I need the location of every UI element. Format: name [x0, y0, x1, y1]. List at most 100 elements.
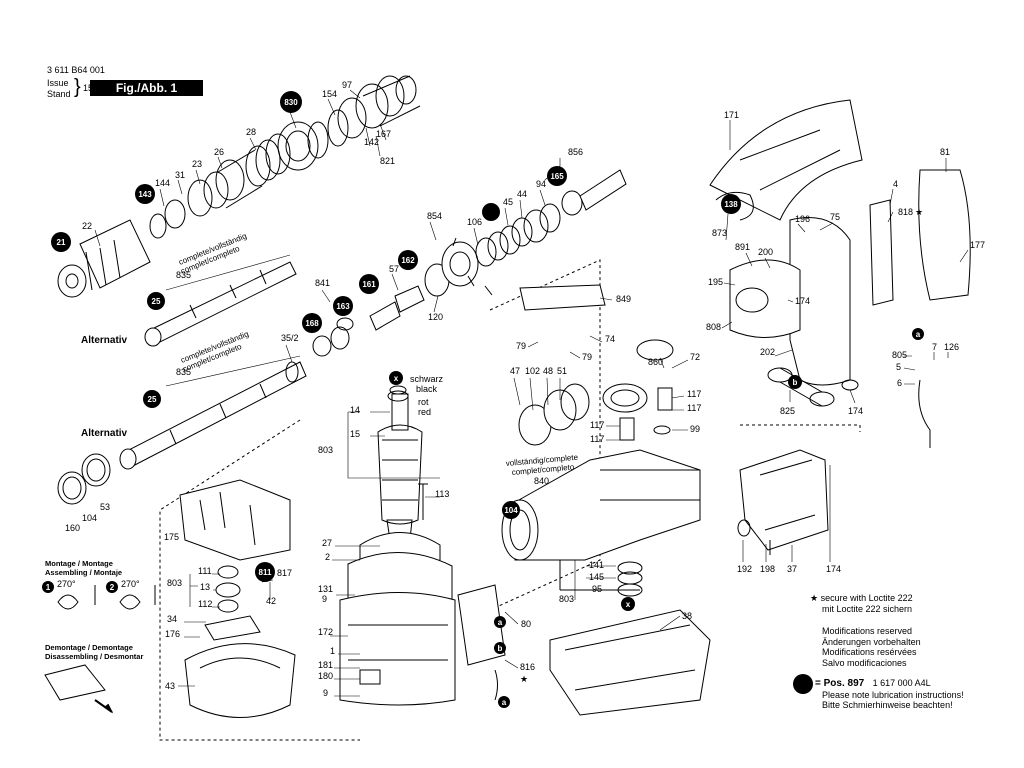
- part-number-label: 200: [758, 247, 773, 257]
- part-number-label: 818: [898, 207, 913, 217]
- part-number-label: 13: [200, 582, 210, 592]
- lube-part: 1 617 000 A4L: [872, 678, 931, 688]
- ref-168-label: 168: [305, 319, 319, 328]
- part-number-label: 44: [517, 189, 527, 199]
- part-number-label: 180: [318, 671, 333, 681]
- label-270-right: 270°: [121, 579, 140, 589]
- label-270-left: 270°: [57, 579, 76, 589]
- ref-162-label: 162: [401, 256, 415, 265]
- ref-25b-label: 25: [148, 395, 157, 404]
- part-number-label: 79: [582, 352, 592, 362]
- part-number-label: 841: [315, 278, 330, 288]
- part-number-label: 192: [737, 564, 752, 574]
- pos-number: 897: [847, 678, 865, 689]
- part-number-label: 74: [605, 334, 615, 344]
- ref-a-right-label: a: [916, 330, 921, 339]
- part-number-label: 15: [350, 429, 360, 439]
- part-number-label: 51: [557, 366, 567, 376]
- part-number-label: 97: [342, 80, 352, 90]
- ref-161-label: 161: [362, 280, 376, 289]
- motor-housing: [339, 592, 456, 706]
- leader-lines: [94, 89, 969, 697]
- part-number-label: 4: [893, 179, 898, 189]
- part-number-label: 43: [165, 681, 175, 691]
- label-rot: rot: [418, 397, 429, 407]
- ref-165-label: 165: [550, 172, 564, 181]
- lubrication-note: = Pos. 897 1 617 000 A4L Please note lub…: [815, 678, 964, 711]
- circled-ref-labels: 830 143 21 25 25 165 162 161 163 168 x 1…: [46, 98, 921, 707]
- part-number-label: 81: [940, 147, 950, 157]
- part-number-label: 860: [648, 357, 663, 367]
- part-number-label: 174: [795, 296, 810, 306]
- star-816: ★: [520, 674, 528, 684]
- ref-two-label: 2: [110, 583, 115, 592]
- part-number-label: 803: [559, 594, 574, 604]
- switch-80: [457, 584, 506, 666]
- issue-label: Issue: [47, 78, 69, 88]
- part-number-label: 873: [712, 228, 727, 238]
- ref-168: [302, 313, 322, 333]
- cylinder-840: [509, 449, 701, 561]
- modifications-note: Modifications reserved Änderungen vorbeh…: [822, 626, 921, 668]
- ref-b-right: [788, 375, 802, 389]
- part-number-label: 9: [323, 688, 328, 698]
- part-number-label: 835: [176, 270, 191, 280]
- part-number-label: 23: [192, 159, 202, 169]
- ref-104a: [502, 501, 520, 519]
- star-818: ★: [915, 207, 923, 217]
- part-number-label: 2: [325, 552, 330, 562]
- part-number-label: 805: [892, 350, 907, 360]
- part-number-label: 1: [330, 646, 335, 656]
- ref-a-bottom-label: a: [502, 698, 507, 707]
- part-number-label: 835: [176, 367, 191, 377]
- ring-168: [312, 335, 332, 357]
- part-number-label: 196: [795, 214, 810, 224]
- ref-a-mid-label: a: [498, 618, 503, 627]
- part-number-label: 31: [175, 170, 185, 180]
- alternativ-label-1: Alternativ: [81, 335, 128, 346]
- part-number-label: 195: [708, 277, 723, 287]
- lube-de: Bitte Schmierhinweise beachten!: [822, 700, 953, 710]
- motor-cap: [729, 259, 801, 338]
- part-number-label: 154: [322, 89, 337, 99]
- montage-label-2: Assembling / Montaje: [45, 568, 122, 577]
- ref-830-label: 830: [284, 98, 298, 107]
- part-number-label: 47: [510, 366, 520, 376]
- ref-two: [106, 581, 118, 593]
- ref-b-mid: [494, 642, 506, 654]
- ring-160: [57, 471, 87, 505]
- part-number-label: 117: [687, 389, 701, 399]
- montage-label-1: Montage / Montage: [45, 559, 113, 568]
- part-number-label: 854: [427, 211, 442, 221]
- part-number-label: 22: [82, 221, 92, 231]
- ref-x-bottom-label: x: [626, 600, 631, 609]
- part-number-label: 171: [724, 110, 739, 120]
- ref-a-right: [912, 328, 924, 340]
- striker-856: [579, 169, 627, 211]
- part-number-label: 112: [198, 599, 212, 609]
- part-number-label: 131: [318, 584, 333, 594]
- part-number-label: 45: [503, 197, 513, 207]
- part-number-label: 145: [589, 572, 604, 582]
- part-number-label: 177: [970, 240, 985, 250]
- loctite-de: mit Loctite 222 sichern: [822, 603, 913, 614]
- part-number-label: 104: [82, 513, 97, 523]
- part-number-label: 849: [616, 294, 631, 304]
- ref-b-right-label: b: [793, 378, 798, 387]
- ref-one-label: 1: [46, 583, 51, 592]
- part-number-label: 117: [590, 420, 604, 430]
- part-number-label: 111: [198, 566, 212, 576]
- part-number-label: 142: [364, 137, 379, 147]
- part-number-label: 120: [428, 312, 443, 322]
- ref-830: [280, 91, 302, 113]
- ref-25a-label: 25: [152, 297, 161, 306]
- ref-104a-label: 104: [504, 506, 518, 515]
- ref-143-label: 143: [138, 190, 152, 199]
- ref-x-bottom: [621, 597, 635, 611]
- part-number-label: 53: [100, 502, 110, 512]
- part-number-label: 141: [589, 560, 604, 570]
- part-number-label: 27: [322, 538, 332, 548]
- ref-x-top: [389, 371, 403, 385]
- ref-21-label: 21: [57, 238, 66, 247]
- label-red: red: [418, 407, 431, 417]
